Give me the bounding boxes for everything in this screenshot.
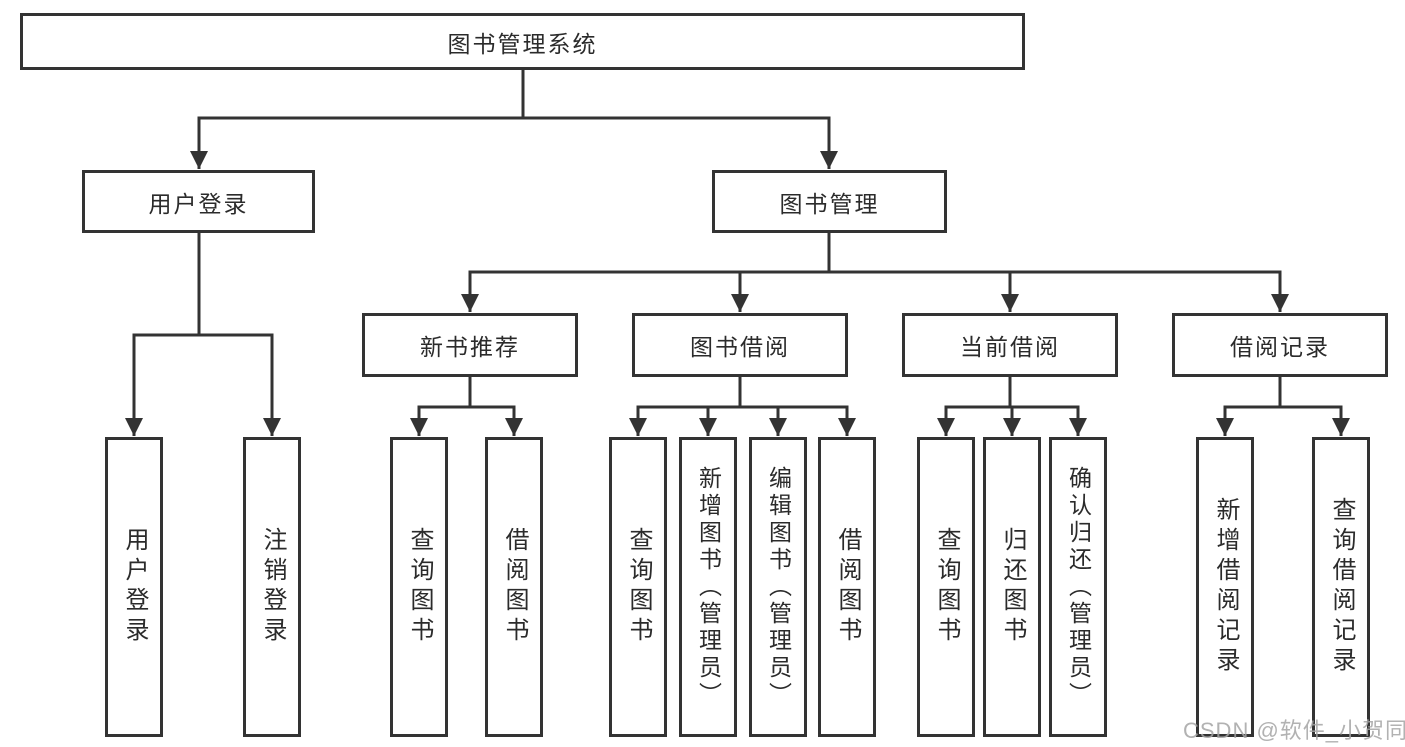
node-user-login-label: 用户登录 bbox=[148, 190, 249, 217]
leaf-newbook-borrow-book-label: 借阅图书 bbox=[501, 527, 528, 647]
node-current-borrow: 当前借阅 bbox=[902, 313, 1118, 377]
node-user-login: 用户登录 bbox=[82, 170, 315, 233]
leaf-logout-label: 注销登录 bbox=[259, 527, 286, 647]
node-borrow-records-label: 借阅记录 bbox=[1230, 334, 1330, 360]
leaf-current-query-book-label: 查询图书 bbox=[933, 527, 960, 647]
node-book-management: 图书管理 bbox=[712, 170, 947, 233]
leaf-records-add-record: 新增借阅记录 bbox=[1196, 437, 1254, 737]
leaf-logout: 注销登录 bbox=[243, 437, 301, 737]
leaf-newbook-query-book-label: 查询图书 bbox=[406, 527, 433, 647]
leaf-current-confirm-return-admin: 确认归还（管理员） bbox=[1049, 437, 1107, 737]
leaf-borrow-add-book-admin: 新增图书（管理员） bbox=[679, 437, 737, 737]
leaf-newbook-query-book: 查询图书 bbox=[390, 437, 448, 737]
leaf-user-login-label: 用户登录 bbox=[121, 527, 148, 647]
leaf-borrow-borrow-book: 借阅图书 bbox=[818, 437, 876, 737]
leaf-current-confirm-return-admin-label: 确认归还（管理员） bbox=[1065, 465, 1092, 709]
watermark-text: CSDN @软件_小贺同学 bbox=[1183, 718, 1405, 743]
node-new-book-recommend: 新书推荐 bbox=[362, 313, 578, 377]
leaf-borrow-query-book-label: 查询图书 bbox=[625, 527, 652, 647]
leaf-current-return-book-label: 归还图书 bbox=[999, 527, 1026, 647]
node-current-borrow-label: 当前借阅 bbox=[960, 334, 1060, 360]
node-book-management-label: 图书管理 bbox=[779, 190, 880, 217]
leaf-user-login: 用户登录 bbox=[105, 437, 163, 737]
leaf-borrow-add-book-admin-label: 新增图书（管理员） bbox=[695, 465, 722, 709]
node-root-label: 图书管理系统 bbox=[447, 30, 598, 57]
node-borrow-records: 借阅记录 bbox=[1172, 313, 1388, 377]
leaf-records-add-record-label: 新增借阅记录 bbox=[1212, 497, 1239, 677]
leaf-records-query-record: 查询借阅记录 bbox=[1312, 437, 1370, 737]
leaf-borrow-edit-book-admin-label: 编辑图书（管理员） bbox=[765, 465, 792, 709]
node-book-borrow-label: 图书借阅 bbox=[690, 334, 790, 360]
leaf-records-query-record-label: 查询借阅记录 bbox=[1328, 497, 1355, 677]
node-root: 图书管理系统 bbox=[20, 13, 1025, 70]
leaf-newbook-borrow-book: 借阅图书 bbox=[485, 437, 543, 737]
leaf-current-return-book: 归还图书 bbox=[983, 437, 1041, 737]
node-book-borrow: 图书借阅 bbox=[632, 313, 848, 377]
leaf-borrow-edit-book-admin: 编辑图书（管理员） bbox=[749, 437, 807, 737]
leaf-borrow-query-book: 查询图书 bbox=[609, 437, 667, 737]
node-new-book-recommend-label: 新书推荐 bbox=[420, 334, 520, 360]
leaf-current-query-book: 查询图书 bbox=[917, 437, 975, 737]
leaf-borrow-borrow-book-label: 借阅图书 bbox=[834, 527, 861, 647]
